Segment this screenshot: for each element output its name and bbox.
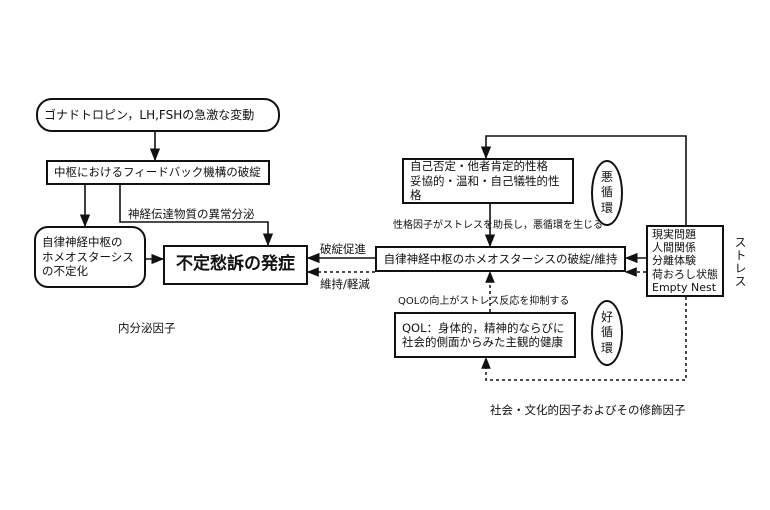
stress-source-2: 人間関係	[652, 241, 696, 255]
virtuous-cycle-char-1: 好	[600, 309, 613, 324]
feedback-text: 中枢におけるフィードバック機構の破綻	[54, 165, 261, 180]
virtuous-cycle-char-3: 環	[600, 340, 613, 355]
endocrine-factor-label: 内分泌因子	[118, 321, 176, 335]
autonomic-unstable-line-1: 自律神経中枢の	[42, 235, 123, 250]
virtuous-cycle-circle: 好 循 環	[591, 300, 623, 366]
personality-effect-label: 性格因子がストレスを助長し，悪循環を生じる	[393, 220, 603, 231]
arrow-stress-to-qol	[481, 297, 687, 381]
personality-line-2: 妥協的・温和・自己犠牲的性格	[410, 173, 560, 203]
personality-line-1: 自己否定・他者肯定的性格	[410, 159, 548, 174]
autonomic-unstable-line-2: ホメオスターシス	[42, 249, 134, 264]
autonomic-unstable-box: 自律神経中枢の ホメオスターシス の不定化	[34, 226, 146, 288]
gonadotropin-box: ゴナドトロピン，LH,FSHの急激な変動	[36, 98, 280, 132]
vicious-cycle-char-1: 悪	[600, 169, 613, 184]
neurotransmitter-label: 神経伝達物質の異常分泌	[128, 207, 255, 221]
vicious-cycle-circle: 悪 循 環	[591, 160, 623, 226]
qol-effect-label: QOLの向上がストレス反応を抑制する	[398, 296, 570, 307]
maintain-reduce-label: 維持/軽減	[320, 277, 370, 291]
autonomic-unstable-line-3: の不定化	[42, 264, 88, 279]
homeostasis-main-text: 自律神経中枢のホメオスターシスの破綻/維持	[383, 251, 618, 266]
virtuous-cycle-char-2: 循	[600, 325, 613, 340]
stress-source-5: Empty Nest	[652, 280, 717, 294]
stress-source-3: 分離体験	[652, 254, 696, 268]
qol-line-1: QOL：身体的，精神的ならびに	[402, 320, 565, 335]
stress-sources-box: 現実問題 人間関係 分離体験 荷おろし状態 Empty Nest	[646, 225, 724, 297]
stress-source-4: 荷おろし状態	[652, 267, 718, 281]
indefinite-complaint-text: 不定愁訴の発症	[176, 254, 295, 275]
vicious-cycle-char-2: 循	[600, 185, 613, 200]
vicious-cycle-char-3: 環	[600, 200, 613, 215]
breakdown-promote-label: 破綻促進	[320, 242, 366, 256]
qol-line-2: 社会的側面からみた主観的健康	[402, 335, 563, 349]
feedback-box: 中枢におけるフィードバック機構の破綻	[46, 160, 270, 185]
personality-box: 自己否定・他者肯定的性格 妥協的・温和・自己犠牲的性格	[402, 158, 574, 204]
arrow-neurotransmitter-to-complaint	[119, 185, 274, 247]
gonadotropin-text: ゴナドトロピン，LH,FSHの急激な変動	[44, 107, 255, 122]
arrow-stress-to-personality	[480, 135, 687, 225]
stress-source-1: 現実問題	[652, 228, 696, 242]
qol-box: QOL：身体的，精神的ならびに 社会的側面からみた主観的健康	[394, 312, 576, 358]
homeostasis-main-box: 自律神経中枢のホメオスターシスの破綻/維持	[375, 246, 626, 272]
stress-label: ストレス	[733, 236, 747, 288]
indefinite-complaint-box: 不定愁訴の発症	[163, 245, 308, 285]
social-factor-label: 社会・文化的因子およびその修飾因子	[490, 403, 686, 417]
